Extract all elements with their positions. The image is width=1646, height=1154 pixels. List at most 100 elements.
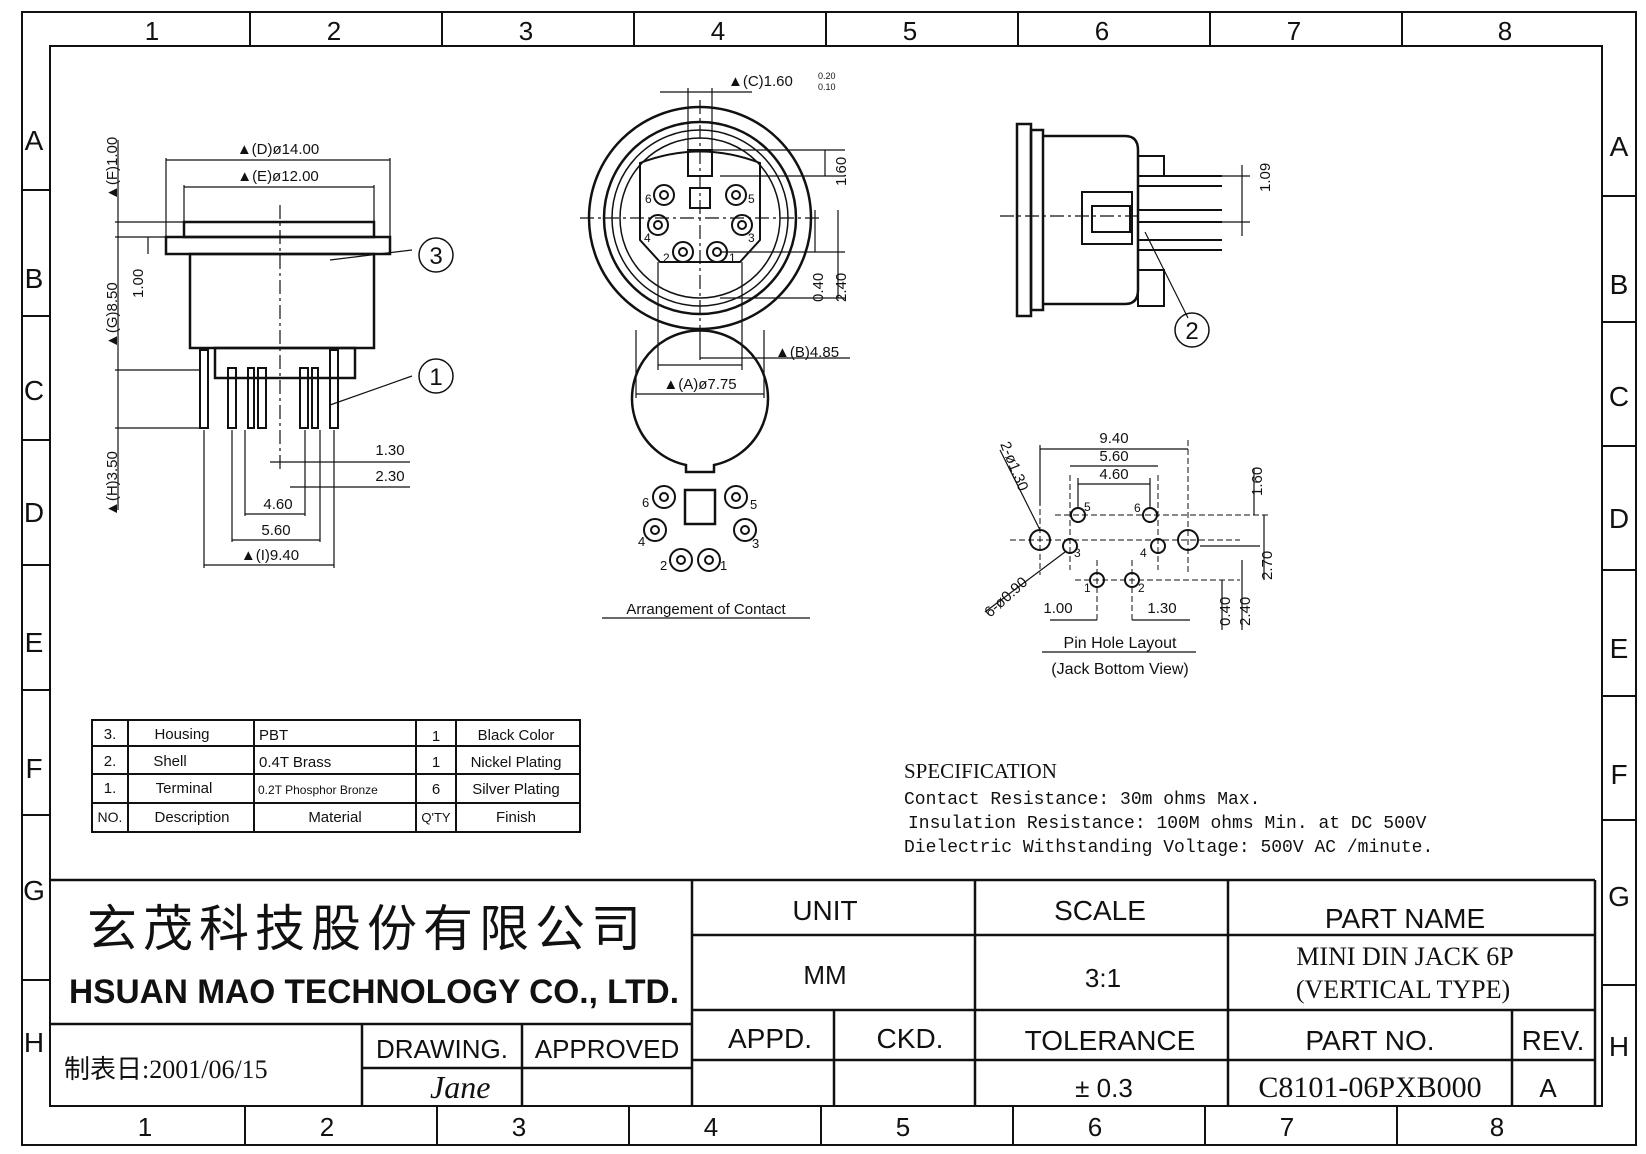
- right-view: 2 1.09: [1000, 122, 1274, 348]
- front-insulator: [639, 150, 761, 263]
- unit-label: UNIT: [792, 895, 857, 926]
- bom-header-desc: Description: [154, 809, 229, 826]
- drawing-date: 制表日:2001/06/15: [64, 1055, 268, 1084]
- right-row-labels: A B C D E F G H: [1608, 131, 1630, 1062]
- callout-2-label: 2: [1185, 318, 1198, 345]
- part-name-line1: MINI DIN JACK 6P: [1296, 942, 1513, 971]
- dim-h: ▲(H)3.50: [104, 451, 121, 516]
- base-block: [213, 346, 357, 380]
- outer-border: [21, 11, 1637, 1146]
- tolerance-value: ± 0.3: [1075, 1073, 1133, 1103]
- drawer-signature: Jane: [430, 1069, 490, 1105]
- dim-100: 1.00: [130, 269, 147, 298]
- right-row-label: D: [1609, 503, 1629, 534]
- ckd-label: CKD.: [877, 1023, 944, 1054]
- svg-text:3: 3: [752, 536, 759, 551]
- bom-no: 3.: [104, 726, 117, 743]
- title-block: 玄茂科技股份有限公司 HSUAN MAO TECHNOLOGY CO., LTD…: [50, 878, 1597, 1106]
- scale-label: SCALE: [1054, 895, 1146, 926]
- contact-pin-labels: 6 5 4 3 2 1: [638, 495, 759, 573]
- bottom-col-label: 4: [704, 1112, 718, 1142]
- contact-caption: Arrangement of Contact: [626, 601, 786, 618]
- svg-text:6: 6: [642, 495, 649, 510]
- callout-3-label: 3: [429, 243, 442, 270]
- bom-header-material: Material: [308, 809, 361, 826]
- part-no-value: C8101-06PXB000: [1258, 1071, 1481, 1104]
- rev-label: REV.: [1522, 1025, 1585, 1056]
- top-col-label: 2: [327, 16, 341, 46]
- top-col-label: 1: [145, 16, 159, 46]
- bottom-col-label: 2: [320, 1112, 334, 1142]
- left-row-labels: A B C D E F G H: [23, 125, 45, 1058]
- bottom-col-label: 7: [1280, 1112, 1294, 1142]
- dim-e: ▲(E)ø12.00: [237, 168, 319, 185]
- callout-circle-1: [418, 358, 454, 394]
- bottom-col-label: 3: [512, 1112, 526, 1142]
- bottom-col-label: 5: [896, 1112, 910, 1142]
- right-row-label: A: [1610, 131, 1629, 162]
- svg-text:5: 5: [750, 497, 757, 512]
- spec-line: Insulation Resistance: 100M ohms Min. at…: [908, 814, 1427, 834]
- scale-value: 3:1: [1085, 963, 1121, 993]
- part-name-line2: (VERTICAL TYPE): [1296, 975, 1510, 1004]
- specification: SPECIFICATION Contact Resistance: 30m oh…: [904, 759, 1433, 858]
- left-row-label: F: [25, 753, 42, 784]
- right-row-label: C: [1609, 381, 1629, 412]
- pinhole-dim-6holes: 6-ø0.90: [981, 574, 1031, 621]
- bom-finish: Silver Plating: [472, 781, 560, 798]
- svg-text:6: 6: [1134, 501, 1141, 515]
- pinhole-dim-560: 5.60: [1099, 448, 1128, 465]
- rev-value: A: [1539, 1073, 1557, 1103]
- top-grid-labels: 1 2 3 4 5 6 7 8: [145, 16, 1512, 46]
- bom-qty: 6: [432, 781, 440, 798]
- pinhole-dim-940: 9.40: [1099, 430, 1128, 447]
- bottom-col-label: 1: [138, 1112, 152, 1142]
- top-col-label: 5: [903, 16, 917, 46]
- part-name-label: PART NAME: [1325, 903, 1485, 934]
- left-row-label: D: [24, 497, 44, 528]
- dim-a: ▲(A)ø7.75: [663, 376, 736, 393]
- side-view: 3 1 ▲(D)ø14.00 ▲(E)ø12.00 ▲(F)1.00 ▲(G)8…: [104, 137, 454, 568]
- dim-240: 2.40: [833, 273, 850, 302]
- top-col-label: 4: [711, 16, 725, 46]
- contact-arrangement: 6 5 4 3 2 1 Arrangement of Contact: [602, 329, 810, 619]
- front-view: 6 5 4 3 2 1 ▲(C)1.60 0.20: [580, 71, 850, 398]
- dim-230: 2.30: [375, 468, 404, 485]
- flange-top: [182, 220, 376, 239]
- svg-text:5: 5: [748, 192, 755, 206]
- left-row-label: A: [25, 125, 44, 156]
- pinhole-dim-040: 0.40: [1217, 597, 1234, 626]
- dim-560: 5.60: [261, 522, 290, 539]
- spec-line: Contact Resistance: 30m ohms Max.: [904, 790, 1260, 810]
- unit-value: MM: [803, 960, 846, 990]
- svg-text:1: 1: [729, 251, 736, 265]
- pinhole-dim-130: 1.30: [1147, 600, 1176, 617]
- bottom-col-label: 6: [1088, 1112, 1102, 1142]
- bom-finish: Nickel Plating: [471, 754, 562, 771]
- pinhole-dim-240: 2.40: [1237, 597, 1254, 626]
- left-row-label: H: [24, 1027, 44, 1058]
- top-col-label: 7: [1287, 16, 1301, 46]
- svg-text:1: 1: [720, 558, 727, 573]
- pin-hole-layout: 5 6 3 4 1 2 9.40 5.60 4.60 2-ø1.30 6-ø0.…: [981, 430, 1276, 678]
- bom-finish: Black Color: [478, 727, 555, 744]
- dim-460: 4.60: [263, 496, 292, 513]
- bom-material: 0.2T Phosphor Bronze: [258, 783, 378, 797]
- left-row-label: C: [24, 375, 44, 406]
- callout-circle-3: [418, 237, 454, 273]
- left-row-label: E: [25, 627, 44, 658]
- pinhole-subcaption: (Jack Bottom View): [1051, 661, 1189, 678]
- dim-g: ▲(G)8.50: [104, 282, 121, 348]
- svg-text:2: 2: [660, 558, 667, 573]
- bom-header-finish: Finish: [496, 809, 536, 826]
- bom-no: 1.: [104, 780, 117, 797]
- top-col-label: 6: [1095, 16, 1109, 46]
- front-pin-circles: [647, 184, 753, 263]
- dim-130: 1.30: [375, 442, 404, 459]
- flange-outline: [164, 235, 392, 256]
- pinhole-dim-160: 1.60: [1249, 467, 1266, 496]
- front-pin-labels: 6 5 4 3 2 1: [644, 192, 755, 265]
- approved-label: APPROVED: [535, 1034, 680, 1064]
- bom-desc: Shell: [153, 753, 186, 770]
